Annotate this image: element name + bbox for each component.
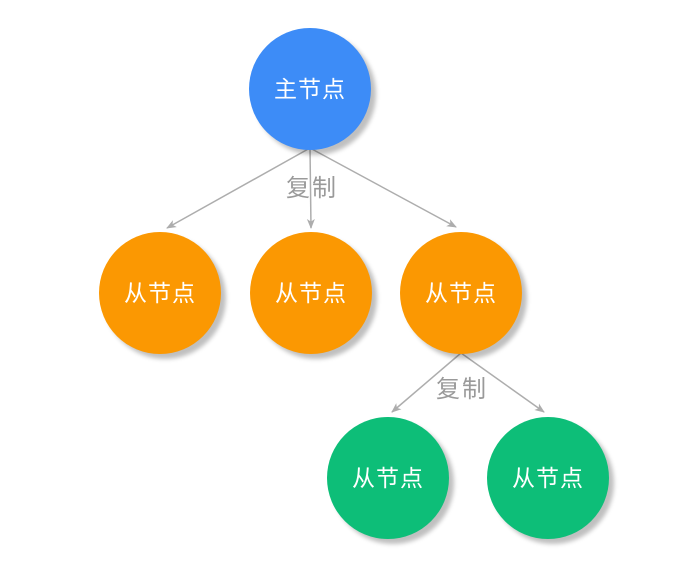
slave-node-3[interactable]: 从节点 <box>400 232 522 354</box>
slave-node-3-label: 从节点 <box>425 279 497 306</box>
slave-node-2-label: 从节点 <box>275 279 347 306</box>
master-node[interactable]: 主节点 <box>249 28 371 150</box>
arrow-slave3-to-slave4 <box>391 352 462 413</box>
replicate-edge-label-1: 复制 <box>286 175 338 202</box>
slave-node-5-label: 从节点 <box>512 464 584 491</box>
slave-node-5[interactable]: 从节点 <box>487 417 609 539</box>
arrow-master-to-slave2 <box>306 147 315 229</box>
slave-node-1[interactable]: 从节点 <box>99 232 221 354</box>
arrow-master-to-slave1 <box>166 147 311 229</box>
slave-node-2[interactable]: 从节点 <box>250 232 372 354</box>
slave-node-1-label: 从节点 <box>124 279 196 306</box>
arrow-slave3-to-slave5 <box>460 352 545 413</box>
slave-node-4-label: 从节点 <box>352 464 424 491</box>
master-node-label: 主节点 <box>274 75 346 102</box>
replicate-edge-label-2: 复制 <box>436 376 488 403</box>
slave-node-4[interactable]: 从节点 <box>327 417 449 539</box>
arrow-master-to-slave3 <box>309 147 457 228</box>
